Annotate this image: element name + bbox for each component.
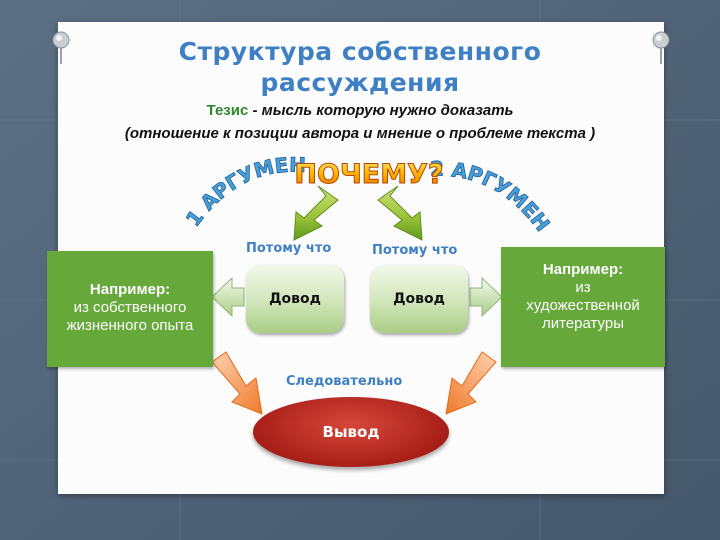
pin-left-icon [52,31,70,64]
title-line-1: Структура собственного [178,37,542,66]
example-right-line-2: художественной [526,297,640,314]
conclusion-label: Вывод [322,423,380,441]
example-box-right: Например: из художественной литературы [501,247,665,367]
title-line-2: рассуждения [260,68,460,97]
slide-title: Структура собственного рассуждения [110,36,610,98]
example-right-line-3: литературы [541,315,625,332]
therefore-label: Следовательно [286,374,403,389]
example-box-left: Например: из собственного жизненного опы… [47,251,213,367]
arrow-left-icon [211,276,245,318]
arrow-to-conclusion-left-icon [211,351,263,415]
argument-box-right: Довод [370,265,468,333]
because-right-label: Потому что [372,243,458,258]
example-right-heading: Например: [542,261,624,278]
example-left-line-1: из собственного [73,299,187,316]
example-left-line-2: жизненного опыта [66,317,194,334]
thesis-text: - мысль которую нужно доказать [248,102,514,119]
arrow-down-left-icon [293,185,339,241]
thesis-line-2: (отношение к позиции автора и мнение о п… [124,125,596,142]
example-left-heading: Например: [89,281,171,298]
pin-right-icon [652,31,670,64]
thesis-block: Тезис - мысль которую нужно доказать (от… [60,99,660,145]
conclusion-ellipse: Вывод [253,397,449,467]
arrow-down-right-icon [377,185,423,241]
why-label: ПОЧЕМУ? [294,159,443,190]
arrow-to-conclusion-right-icon [445,351,497,415]
argument-1-label: 1 АРГУМЕНТ [0,0,306,231]
arrow-right-icon [469,276,503,318]
argument-2-label: 2 АРГУМЕНТ [0,0,555,236]
thesis-label: Тезис [206,102,249,119]
example-right-line-1: из [575,279,591,296]
argument-box-left: Довод [246,265,344,333]
because-left-label: Потому что [246,241,332,256]
